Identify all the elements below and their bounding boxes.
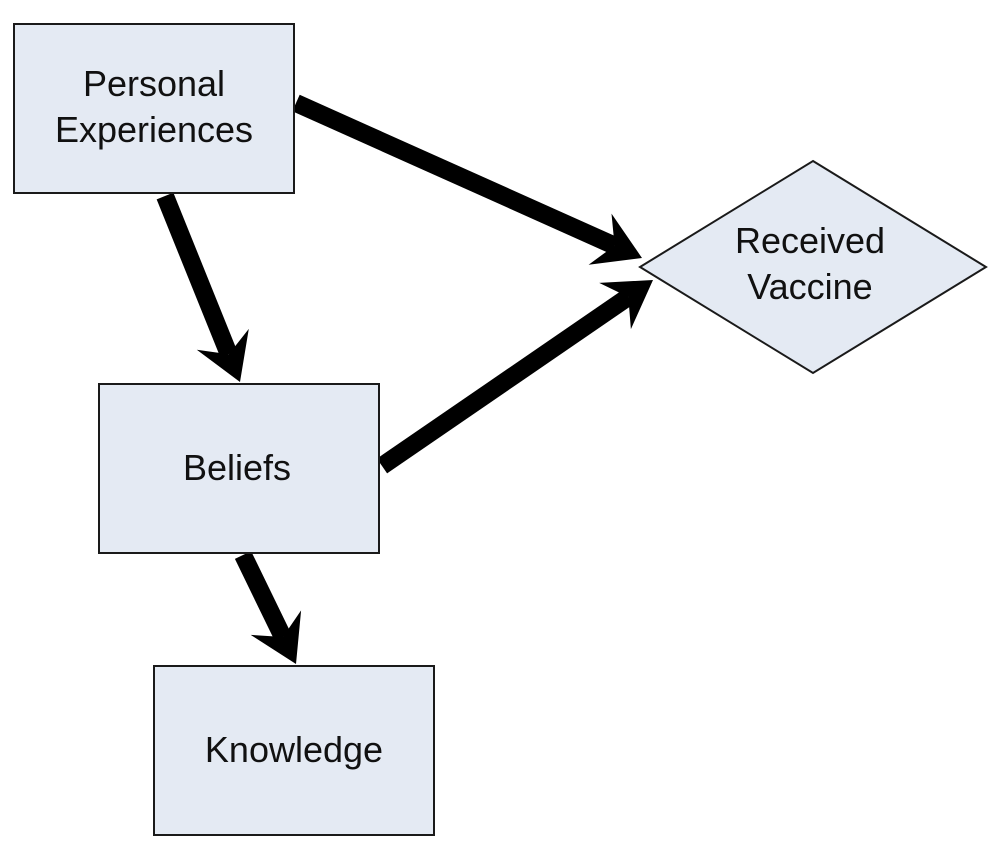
received-vaccine-diamond bbox=[638, 159, 988, 375]
arrow-beliefs-to-received-vaccine bbox=[376, 280, 653, 474]
arrow-shaft bbox=[234, 551, 291, 641]
node-knowledge: Knowledge bbox=[153, 665, 435, 836]
beliefs-box bbox=[98, 383, 380, 554]
node-personal-experiences: Personal Experiences bbox=[13, 23, 295, 194]
received-vaccine-label-line-2: Vaccine bbox=[747, 266, 872, 307]
arrow-personal-experiences-to-received-vaccine bbox=[292, 94, 642, 265]
knowledge-label: Knowledge bbox=[205, 729, 383, 770]
arrow-head bbox=[250, 610, 302, 664]
arrow-shaft bbox=[376, 289, 634, 474]
arrow-shaft bbox=[292, 94, 619, 254]
arrow-head bbox=[588, 213, 642, 265]
arrow-shaft bbox=[156, 192, 238, 358]
beliefs-label: Beliefs bbox=[183, 447, 291, 488]
node-received-vaccine: Received Vaccine bbox=[638, 159, 988, 375]
received-vaccine-label-line-1: Received bbox=[735, 220, 885, 261]
node-beliefs: Beliefs bbox=[98, 383, 380, 554]
personal-experiences-box bbox=[13, 23, 295, 194]
arrow-beliefs-to-knowledge bbox=[234, 551, 302, 664]
knowledge-box bbox=[153, 665, 435, 836]
arrow-head bbox=[196, 328, 249, 382]
arrow-personal-experiences-to-beliefs bbox=[156, 192, 249, 382]
personal-experiences-label-line-1: Personal bbox=[83, 63, 225, 104]
personal-experiences-label-line-2: Experiences bbox=[55, 109, 253, 150]
edges bbox=[156, 94, 653, 664]
arrow-head bbox=[599, 280, 653, 330]
